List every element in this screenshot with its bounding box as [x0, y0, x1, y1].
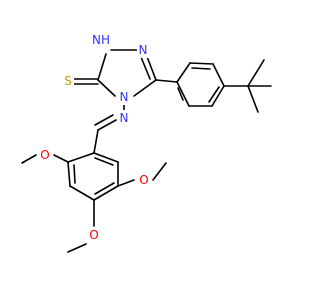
bond-ar1-4: [211, 85, 225, 107]
n4-atom-label: N: [118, 89, 130, 105]
s-label: S: [64, 74, 72, 88]
bond-o3-me: [67, 243, 87, 253]
o2-label: O: [139, 173, 148, 187]
bond-ar2-2-inner: [73, 164, 76, 184]
bonds: [21, 49, 272, 253]
bond-ar2-6: [93, 152, 119, 163]
bond-o1-me: [21, 154, 37, 164]
bond-o2-ring: [117, 179, 135, 187]
molecule-diagram: NH N N N S O O: [21, 32, 272, 253]
bond-ch-ar: [93, 129, 99, 154]
o1-atom-label: O: [38, 147, 52, 163]
o1-label: O: [40, 148, 49, 162]
bond-ar2-1: [67, 152, 95, 163]
bond-ar1-2-inner: [191, 67, 211, 70]
bond-o1-ring: [53, 154, 69, 163]
nh-label: NH: [92, 33, 110, 47]
atom-labels: NH N N N S O O: [38, 32, 151, 243]
bond-c3-n4: [133, 79, 157, 97]
o3-atom-label: O: [87, 227, 101, 243]
bond-me1: [247, 59, 265, 87]
bond-n4-c5: [97, 79, 116, 97]
structure-svg: NH N N N S O O: [21, 32, 272, 253]
bond-ar1-6: [176, 81, 190, 107]
bond-ar2-3: [69, 185, 95, 201]
bond-ar2-6-inner: [94, 157, 114, 166]
n-imine-atom-label: N: [118, 110, 130, 126]
bond-ar2-2: [67, 161, 71, 187]
n-ring-top-label: N: [137, 42, 149, 58]
bond-ar1-4-inner: [208, 86, 220, 103]
n-imine-label: N: [120, 111, 129, 125]
bond-ar2-4-inner: [94, 182, 115, 195]
s-atom-label: S: [62, 73, 74, 89]
bond-ar1-3: [212, 63, 225, 87]
o2-atom-label: O: [137, 172, 151, 188]
bond-n-ch: [97, 119, 117, 131]
bond-ar1-6-inner: [177, 87, 184, 101]
bond-o2-me: [152, 162, 167, 181]
bond-n2-c3: [145, 53, 157, 81]
n4-label: N: [120, 90, 129, 104]
bond-ar2-4: [93, 185, 119, 201]
bond-c3-aryl: [155, 79, 178, 83]
bond-c5-n1: [97, 53, 107, 81]
bond-n-ch-double: [94, 114, 114, 126]
bond-n2-c3-double: [140, 56, 151, 80]
bond-me3: [247, 85, 259, 113]
bond-ar1-1: [176, 62, 191, 83]
n-ring-label: N: [139, 43, 148, 57]
o3-label: O: [89, 228, 98, 242]
nh-group-label: NH: [90, 32, 112, 48]
bond-ar1-2: [189, 62, 214, 65]
